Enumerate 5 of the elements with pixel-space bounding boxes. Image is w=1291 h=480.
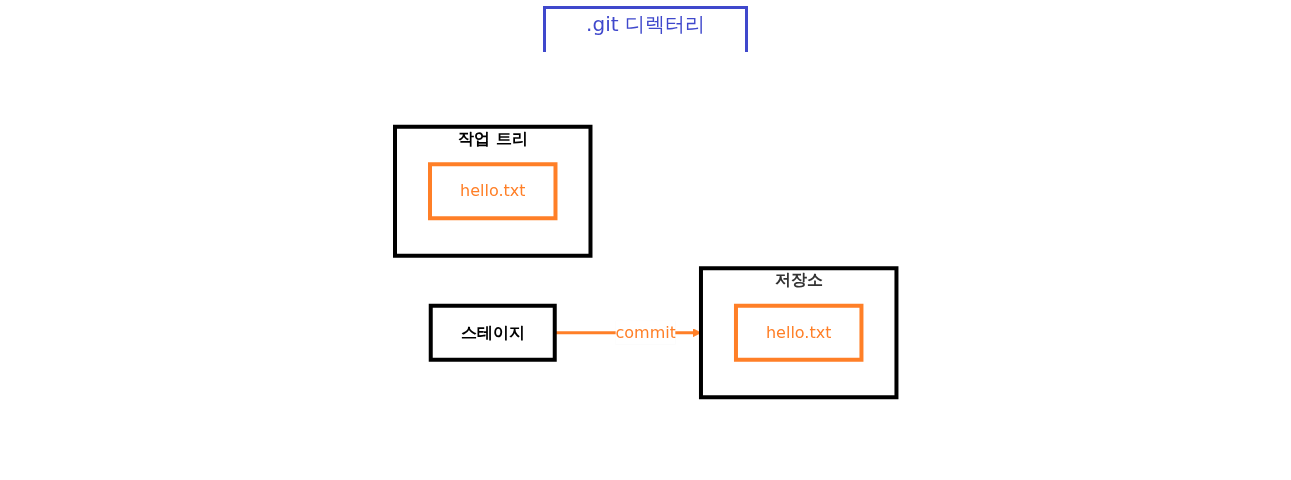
node-box: 스테이지 xyxy=(428,303,557,362)
node-box: hello.txt xyxy=(427,162,558,221)
edge-label: commit xyxy=(615,322,676,342)
node-box: hello.txt xyxy=(733,303,864,362)
bracket-label: .git 디렉터리 xyxy=(543,6,748,52)
